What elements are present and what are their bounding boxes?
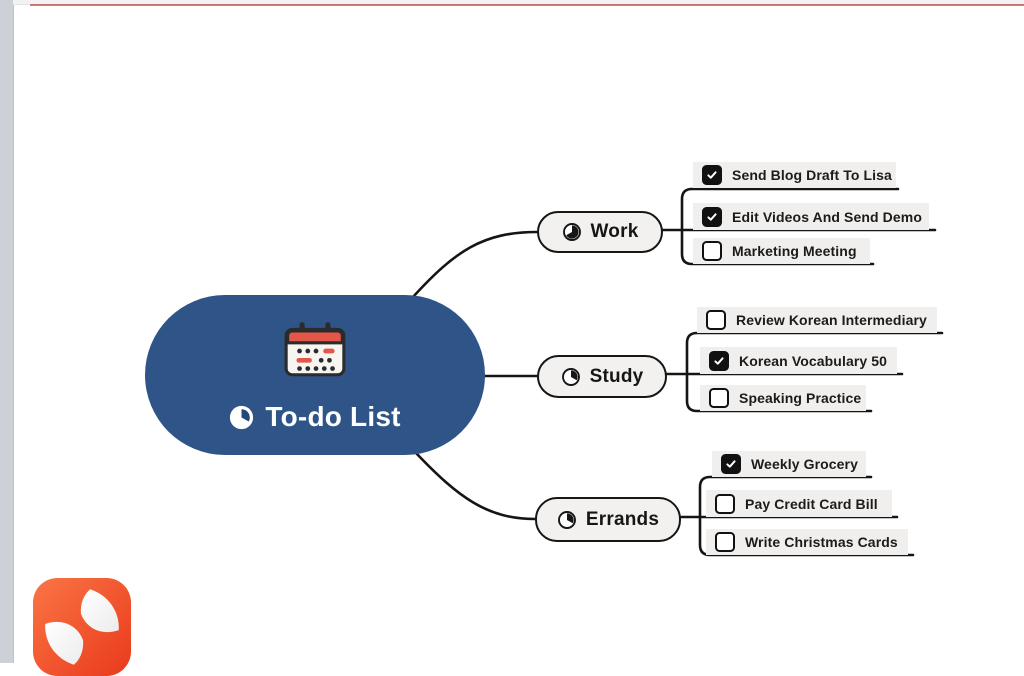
task-progress-icon	[561, 367, 580, 386]
checkbox-icon[interactable]	[709, 350, 729, 371]
task-item[interactable]: Pay Credit Card Bill	[706, 490, 892, 517]
xmind-logo	[33, 578, 131, 676]
checkbox-icon[interactable]	[702, 206, 722, 227]
checkbox-icon[interactable]	[702, 241, 722, 261]
connector-work-bracket	[680, 187, 900, 266]
branch-work-label: Work	[590, 221, 639, 242]
checkbox-icon[interactable]	[715, 532, 735, 552]
branch-study-label: Study	[589, 365, 644, 387]
task-progress-icon	[562, 223, 581, 241]
task-item[interactable]: Send Blog Draft To Lisa	[693, 162, 896, 188]
task-label: Korean Vocabulary 50	[739, 352, 888, 369]
branch-work[interactable]: Work	[537, 211, 663, 253]
branch-errands[interactable]: Errands	[535, 497, 681, 542]
task-label: Send Blog Draft To Lisa	[732, 167, 892, 183]
connector-root-errands	[414, 451, 537, 521]
task-item[interactable]: Korean Vocabulary 50	[700, 347, 897, 374]
task-label: Write Christmas Cards	[745, 534, 898, 550]
checkbox-icon[interactable]	[702, 165, 722, 185]
task-item[interactable]: Speaking Practice	[700, 385, 866, 411]
task-label: Review Korean Intermediary	[736, 312, 927, 328]
task-label: Speaking Practice	[739, 390, 862, 406]
task-label: Weekly Grocery	[751, 456, 858, 472]
checkbox-icon[interactable]	[709, 388, 729, 408]
task-item[interactable]: Edit Videos And Send Demo	[693, 203, 929, 230]
task-progress-icon	[230, 405, 254, 429]
task-progress-icon	[557, 510, 576, 529]
branch-errands-label: Errands	[585, 508, 660, 530]
top-progress-line	[30, 4, 1024, 6]
branch-study[interactable]: Study	[537, 355, 667, 398]
task-item[interactable]: Review Korean Intermediary	[697, 307, 937, 333]
checkbox-icon[interactable]	[715, 493, 735, 514]
task-item[interactable]: Write Christmas Cards	[706, 529, 908, 555]
calendar-icon	[284, 322, 346, 377]
root-topic-label: To-do List	[265, 401, 401, 432]
task-item[interactable]: Marketing Meeting	[693, 238, 870, 264]
connector-root-work	[411, 230, 539, 299]
task-label: Marketing Meeting	[732, 243, 857, 259]
root-topic[interactable]: To-do List	[145, 295, 485, 455]
task-item[interactable]: Weekly Grocery	[712, 451, 866, 477]
checkbox-icon[interactable]	[721, 454, 741, 474]
connector-errands-bracket	[698, 475, 915, 557]
window-left-strip	[0, 0, 14, 663]
checkbox-icon[interactable]	[706, 310, 726, 330]
task-label: Pay Credit Card Bill	[745, 495, 878, 512]
connector-study-bracket	[685, 331, 944, 413]
task-label: Edit Videos And Send Demo	[732, 208, 922, 225]
